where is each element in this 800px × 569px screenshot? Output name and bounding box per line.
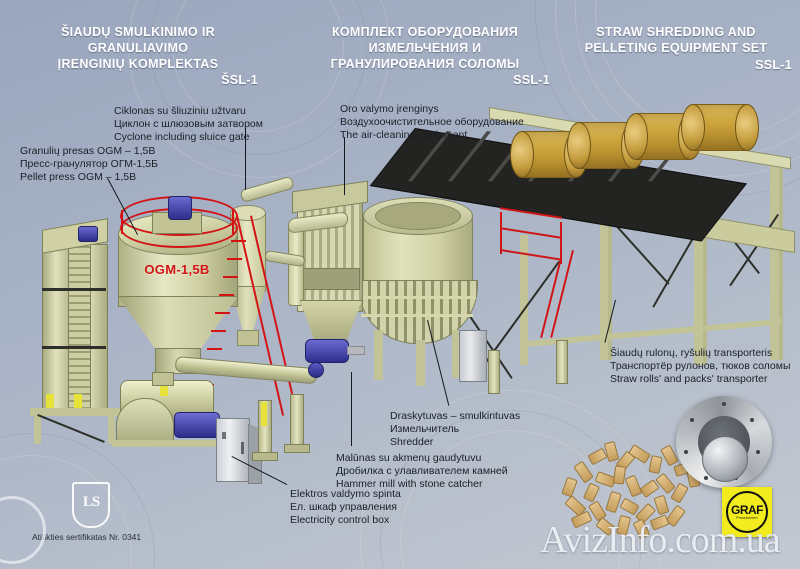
- elevator-base-frame: [30, 408, 120, 416]
- support-column: [290, 394, 304, 446]
- press-ladder-rung: [227, 258, 242, 260]
- control-box-handle: [241, 442, 244, 454]
- conveyor-support-leg: [703, 180, 707, 365]
- callout-pellet-press: Granulių presas OGM – 1,5B Пресс-грануля…: [20, 145, 158, 183]
- air-cleaning-unit-panel: [300, 268, 360, 290]
- support-column: [556, 340, 568, 384]
- control-box-indicator: [222, 432, 226, 439]
- ls-certification-logo: LS: [72, 482, 110, 528]
- callout-hammer-mill: Malūnas su akmenų gaudytuvu Дробилка с у…: [336, 452, 508, 490]
- bucket-elevator-drive-motor: [78, 226, 98, 242]
- title-russian-model: SSL-1: [513, 73, 550, 87]
- shredder-drum-cavity: [375, 202, 461, 230]
- title-russian: КОМПЛЕКТ ОБОРУДОВАНИЯ ИЗМЕЛЬЧЕНИЯ И ГРАН…: [330, 25, 520, 71]
- discharge-pipe-end-cap: [308, 362, 324, 378]
- conveyor-support-leg: [694, 180, 703, 365]
- title-english-model: SSL-1: [755, 58, 792, 72]
- die-ring-bolt-hole: [722, 402, 726, 406]
- title-english: STRAW SHREDDING AND PELLETING EQUIPMENT …: [584, 25, 768, 55]
- title-lithuanian-model: ŠSL-1: [221, 73, 258, 87]
- safety-platform-railing: [500, 227, 562, 239]
- elevator-brace: [37, 414, 105, 443]
- certificate-number: Atitikties sertifikatas Nr. 0341: [32, 532, 142, 542]
- conveyor-support-leg: [779, 160, 783, 360]
- support-column-marker: [261, 402, 267, 426]
- conveyor-support-leg: [520, 235, 528, 365]
- pellet-die-ring: [676, 396, 780, 492]
- elevator-base-leg: [34, 416, 41, 444]
- callout-shredder: Draskytuvas – smulkintuvas Измельчитель …: [390, 410, 521, 448]
- press-ladder-rung: [223, 276, 238, 278]
- press-ladder-rung: [231, 240, 246, 242]
- hammer-mill-base: [112, 440, 222, 447]
- graf-brand-logo: GRAF Pressformen: [722, 487, 772, 537]
- shredder-leg: [374, 330, 383, 380]
- press-ladder-rung: [211, 330, 226, 332]
- callout-cyclone: Ciklonas su šliuziniu užtvaru Циклон с ш…: [114, 105, 263, 143]
- press-top-motor: [168, 196, 192, 220]
- press-ladder-rung: [215, 312, 230, 314]
- watermark-text: AvizInfo.com.ua: [540, 519, 781, 561]
- elevator-marker: [46, 394, 54, 408]
- ls-logo-text: LS: [82, 493, 100, 510]
- callout-air-cleaning: Oro valymo įrenginys Воздухоочистительно…: [340, 103, 524, 141]
- press-top-railing-post: [121, 210, 123, 234]
- ogm-press-label: OGM-1,5B: [144, 262, 210, 277]
- callout-transporter: Šiaudų rulonų, ryšulių transporteris Тра…: [610, 347, 791, 385]
- die-ring-roller: [702, 436, 748, 482]
- leader-line-air: [344, 137, 345, 195]
- title-lithuanian: ŠIAUDŲ SMULKINIMO IR GRANULIAVIMO ĮRENGI…: [57, 25, 219, 71]
- elevator-base-leg: [108, 416, 115, 444]
- bucket-elevator-tower: [68, 240, 92, 412]
- cyclone-inlet-duct: [239, 175, 295, 203]
- callout-control-box: Elektros valdymo spinta Ел. шкаф управле…: [290, 488, 401, 526]
- die-ring-bolt-hole: [750, 418, 754, 422]
- watermark-ring: [0, 496, 46, 564]
- safety-platform-railing: [500, 212, 502, 254]
- elevator-band: [42, 346, 106, 349]
- leader-line-mill: [351, 372, 352, 446]
- elevator-band: [42, 288, 106, 291]
- sluice-gate-valve: [237, 330, 259, 346]
- safety-platform-railing: [502, 249, 562, 261]
- blower-motor: [305, 339, 349, 363]
- graf-logo-circle: GRAF Pressformen: [726, 491, 768, 533]
- die-ring-bolt-hole: [756, 450, 760, 454]
- shredder-leg: [416, 340, 425, 386]
- bucket-elevator-tower: [42, 235, 70, 412]
- electricity-control-box: [216, 418, 250, 482]
- ogm-press-cone: [118, 296, 238, 354]
- conveyor-support-leg: [770, 160, 779, 360]
- press-top-railing-post: [232, 210, 234, 234]
- conveyor-support-leg: [600, 210, 608, 360]
- conveyor-support-leg: [608, 210, 612, 360]
- blower-shaft: [347, 346, 365, 355]
- safety-platform-railing: [560, 222, 562, 264]
- hammer-mill-rotor-cover: [116, 398, 174, 444]
- hammer-mill-inlet: [152, 372, 174, 386]
- stone-catcher-marker: [160, 382, 168, 396]
- hammer-mill-motor: [174, 412, 220, 438]
- secondary-control-panel: [459, 330, 487, 382]
- shredder-grate-band: [358, 296, 476, 299]
- support-column-base: [252, 452, 278, 461]
- die-ring-bolt-hole: [704, 476, 708, 480]
- shredder-grate-band: [361, 314, 473, 317]
- die-ring-bolt-hole: [684, 450, 688, 454]
- shredder-leg: [452, 330, 461, 378]
- bucket-elevator-tower: [90, 244, 108, 412]
- support-column: [488, 350, 500, 394]
- press-ladder-rung: [207, 348, 222, 350]
- safety-platform-stair: [550, 250, 574, 338]
- elevator-marker: [74, 394, 82, 408]
- press-ladder-rung: [219, 294, 234, 296]
- die-ring-bolt-hole: [690, 418, 694, 422]
- graf-logo-name: GRAF: [731, 502, 764, 517]
- graf-logo-subtitle: Pressformen: [736, 515, 758, 520]
- support-column-base: [284, 444, 310, 453]
